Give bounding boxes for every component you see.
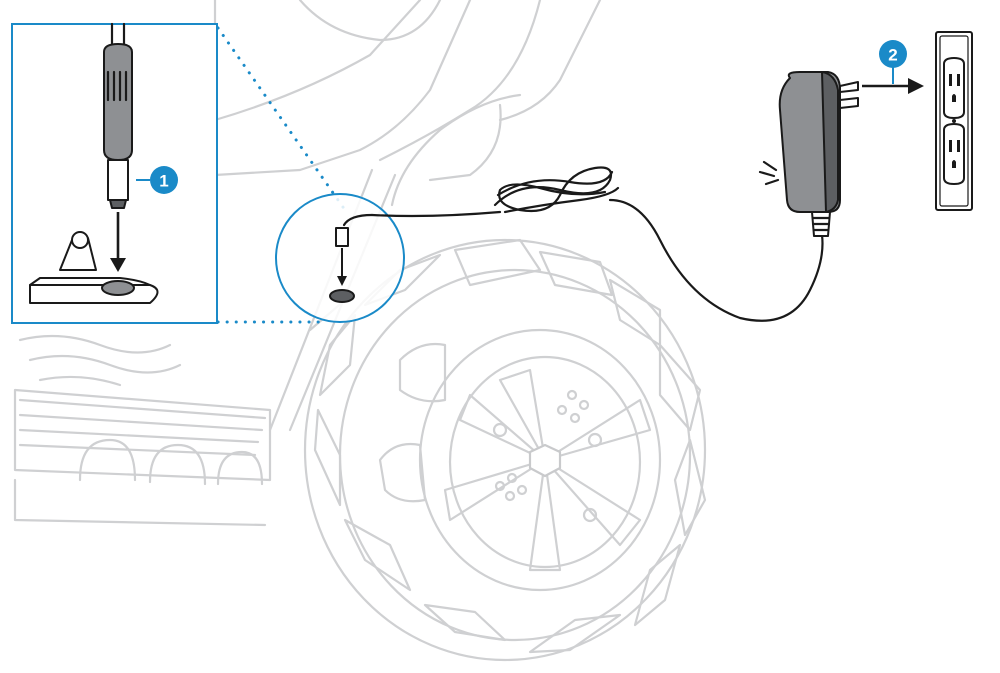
arrow-down-icon [110, 212, 126, 272]
wall-outlet [935, 31, 973, 211]
callout-connectors [216, 26, 347, 324]
charger-plug [103, 43, 133, 209]
power-adapter [758, 71, 859, 237]
step-2-badge [879, 40, 907, 68]
vehicle-outline [13, 0, 602, 527]
charging-port [29, 231, 159, 304]
arrow-right-icon [862, 78, 924, 94]
step-1-badge [150, 166, 178, 194]
step-1-number: 1 [159, 172, 168, 191]
port-callout-circle [275, 193, 405, 323]
step-2-number: 2 [888, 46, 897, 65]
charger-cable [370, 166, 824, 322]
detail-inset: 1 [11, 22, 218, 324]
